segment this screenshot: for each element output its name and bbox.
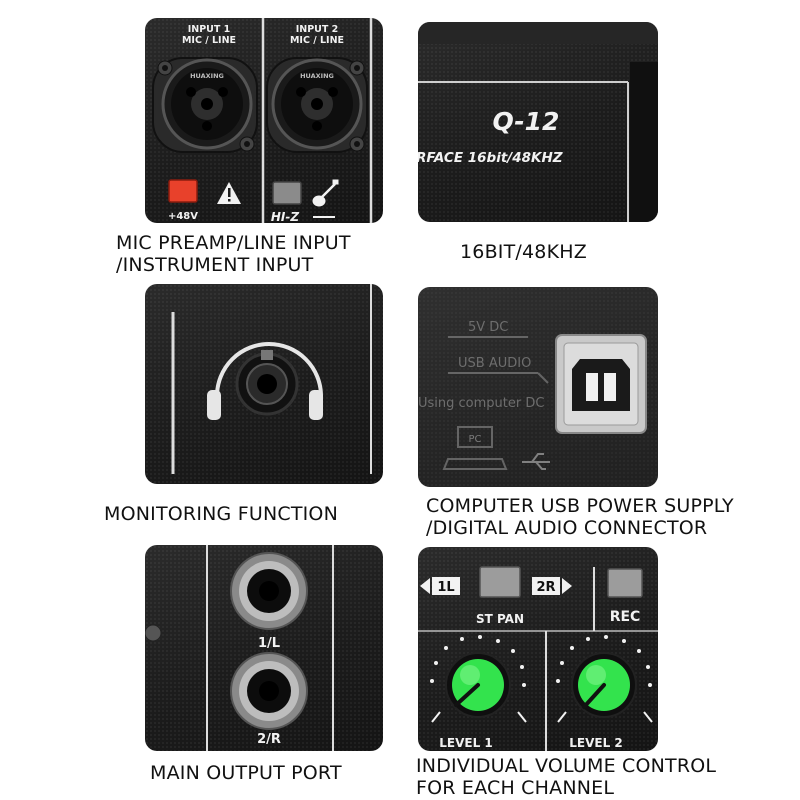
pc-icon bbox=[442, 426, 508, 470]
usb-b-port[interactable] bbox=[555, 334, 647, 434]
interface-model-illustration: Q-12 RFACE 16bit/48KHZ bbox=[418, 22, 658, 222]
output-jack-1l-label: 1/L bbox=[258, 636, 280, 651]
usb-symbol-icon bbox=[522, 453, 550, 470]
mic-line-input-panel: INPUT 1 MIC / LINE INPUT 2 MIC / LINE HU… bbox=[145, 18, 383, 223]
input-1-type-label: MIC / LINE bbox=[182, 35, 236, 46]
usb-panel: 5V DC USB AUDIO Using computer DC PC bbox=[418, 287, 658, 487]
warning-icon bbox=[217, 182, 241, 204]
caption-monitoring: MONITORING FUNCTION bbox=[104, 503, 338, 525]
caption-resolution: 16BIT/48KHZ bbox=[460, 241, 587, 263]
caption-monitoring-line-1: MONITORING FUNCTION bbox=[104, 503, 338, 525]
input-2-type-label: MIC / LINE bbox=[290, 35, 344, 46]
input-2-label: INPUT 2 bbox=[296, 24, 339, 35]
hi-z-button[interactable] bbox=[272, 181, 302, 205]
pan-left-arrow-icon bbox=[420, 578, 430, 594]
caption-usb-power-line-1: COMPUTER USB POWER SUPPLY bbox=[426, 495, 734, 517]
level-2-knob[interactable] bbox=[556, 635, 653, 723]
jack-1-brand: HUAXING bbox=[190, 72, 224, 80]
combo-jack-1[interactable]: HUAXING bbox=[152, 57, 258, 153]
rec-label: REC bbox=[610, 609, 641, 625]
output-jack-1l[interactable] bbox=[230, 552, 308, 630]
label-5v-dc: 5V DC bbox=[468, 320, 508, 335]
input-1-label: INPUT 1 bbox=[188, 24, 231, 35]
st-pan-button[interactable] bbox=[479, 566, 521, 598]
level-control-illustration: 1L 2R ST PAN REC LEVEL 1 bbox=[418, 566, 658, 751]
main-output-panel: 1/L 2/R bbox=[145, 545, 383, 751]
level-control-panel: 1L 2R ST PAN REC LEVEL 1 bbox=[418, 547, 658, 751]
level-1-knob[interactable] bbox=[430, 635, 527, 723]
output-jack-2r[interactable] bbox=[230, 652, 308, 730]
label-using-computer-dc: Using computer DC bbox=[418, 396, 544, 411]
caption-mic-preamp-line-1: MIC PREAMP/LINE INPUT bbox=[116, 232, 351, 254]
interface-spec: RFACE 16bit/48KHZ bbox=[418, 150, 563, 166]
caption-mic-preamp-line-2: /INSTRUMENT INPUT bbox=[116, 254, 314, 276]
rec-button[interactable] bbox=[607, 568, 643, 598]
combo-jack-2[interactable]: HUAXING bbox=[266, 57, 368, 153]
caption-volume-line-2: FOR EACH CHANNEL bbox=[416, 777, 615, 799]
caption-main-output: MAIN OUTPUT PORT bbox=[150, 762, 342, 784]
main-output-illustration: 1/L 2/R bbox=[145, 545, 334, 751]
headphone-jack[interactable] bbox=[235, 350, 299, 416]
label-usb-audio: USB AUDIO bbox=[458, 356, 531, 371]
st-pan-label: ST PAN bbox=[476, 612, 524, 626]
caption-volume: INDIVIDUAL VOLUME CONTROL FOR EACH CHANN… bbox=[416, 755, 716, 799]
phantom-power-label: +48V bbox=[168, 211, 198, 222]
hi-z-label: HI-Z bbox=[271, 210, 299, 223]
model-name: Q-12 bbox=[493, 107, 560, 136]
caption-mic-preamp: MIC PREAMP/LINE INPUT /INSTRUMENT INPUT bbox=[116, 232, 351, 276]
pan-right-label: 2R bbox=[536, 580, 555, 595]
jack-2-brand: HUAXING bbox=[300, 72, 334, 80]
headphone-icon bbox=[207, 342, 323, 420]
interface-model-panel: Q-12 RFACE 16bit/48KHZ bbox=[418, 22, 658, 222]
label-pc: PC bbox=[468, 434, 481, 445]
monitoring-panel bbox=[145, 284, 383, 484]
output-jack-2r-label: 2/R bbox=[257, 732, 281, 747]
pan-right-arrow-icon bbox=[562, 578, 572, 594]
pan-left-label: 1L bbox=[437, 580, 454, 595]
usb-illustration: 5V DC USB AUDIO Using computer DC PC bbox=[418, 287, 658, 487]
guitar-icon bbox=[312, 179, 339, 207]
mic-line-input-illustration: INPUT 1 MIC / LINE INPUT 2 MIC / LINE HU… bbox=[152, 18, 373, 223]
monitoring-illustration bbox=[171, 284, 372, 474]
phantom-power-button[interactable] bbox=[168, 179, 198, 203]
level-2-label: LEVEL 2 bbox=[569, 736, 623, 750]
caption-usb-power: COMPUTER USB POWER SUPPLY /DIGITAL AUDIO… bbox=[426, 495, 734, 539]
caption-volume-line-1: INDIVIDUAL VOLUME CONTROL bbox=[416, 755, 717, 777]
caption-usb-power-line-2: /DIGITAL AUDIO CONNECTOR bbox=[426, 517, 708, 539]
caption-resolution-line-1: 16BIT/48KHZ bbox=[460, 241, 587, 263]
level-1-label: LEVEL 1 bbox=[439, 736, 493, 750]
caption-main-output-line-1: MAIN OUTPUT PORT bbox=[150, 762, 342, 784]
